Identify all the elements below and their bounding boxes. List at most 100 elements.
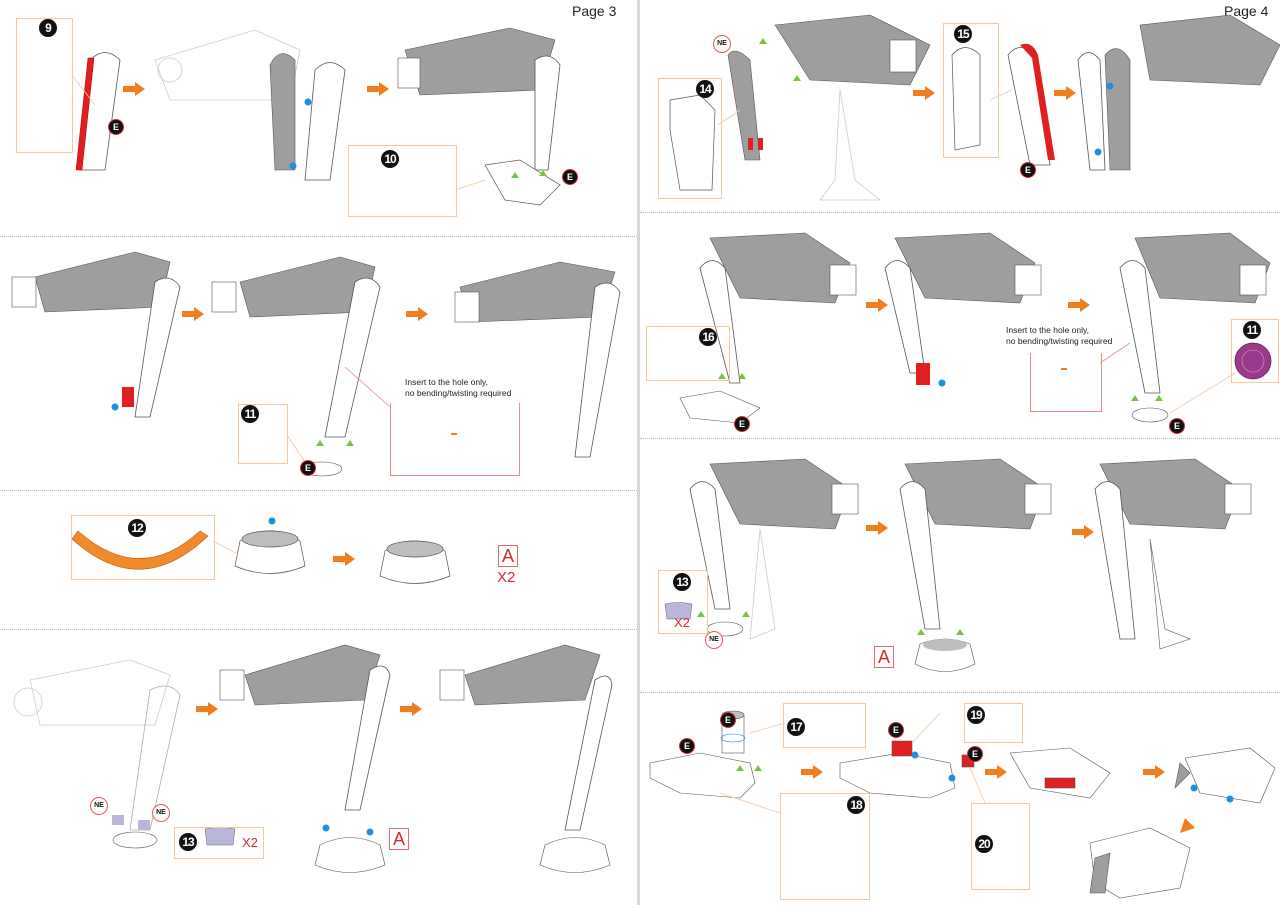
next-arrow-icon [196,702,218,716]
step-number-18: 18 [847,796,865,814]
body-with-leg-2 [211,256,381,477]
next-arrow-icon [333,552,355,566]
panel-step-11: 11 E Insert to the hole only, no bending… [0,237,637,490]
foot-ring-result [379,540,451,584]
e-badge: E [968,747,982,761]
leg-piece-gray [269,53,346,181]
e-badge: E [889,723,903,737]
instruction-note: Insert to the hole only, no bending/twis… [405,377,511,399]
section-separator [640,212,1280,213]
next-arrow-icon [913,86,935,100]
head-assembly-3 [1009,747,1111,799]
body-leg-assembled [1077,14,1280,171]
panel-steps-14-15: NE 14 15 E [640,0,1280,212]
panel-steps-16-11: 16 E Insert to the hole only, no bending… [640,213,1280,438]
faded-leg [819,89,882,201]
step-number-12: 12 [128,519,146,537]
panel-step-12: 12 A X2 [0,491,637,629]
section-separator [0,236,637,237]
ne-badge: NE [152,804,170,822]
small-arrow-icon [1061,368,1067,370]
orange-part-12 [71,530,209,570]
page-label: Page 3 [572,3,617,19]
panel-steps-9-10: 9 E 10 E [0,0,637,236]
purple-part-11 [1234,342,1272,380]
next-arrow-icon [985,765,1007,779]
callout-step-14 [658,78,722,199]
step-number-13: 13 [179,833,197,851]
ne-badge: NE [705,631,723,649]
page-4: Page 4 [640,0,1280,905]
assembly-illustration [13,644,613,873]
next-arrow-icon [1072,525,1094,539]
step-number-16: 16 [699,328,717,346]
next-arrow-icon [866,298,888,312]
body-with-leg-a [219,644,391,873]
flat-head-part [649,752,756,799]
callout-step-13 [658,570,708,634]
note-line-1: Insert to the hole only, [405,377,489,387]
panel-step-13: 13 X2 NE A [640,439,1280,692]
body-with-leg-1 [679,232,857,424]
callout-step-16 [646,326,730,381]
next-arrow-icon [367,82,389,96]
next-arrow-icon [400,702,422,716]
body-with-leg-3 [1094,458,1252,650]
head-assembly-4 [1174,747,1276,804]
step-number-13: 13 [673,573,691,591]
next-arrow-icon [801,765,823,779]
e-badge: E [563,170,577,184]
next-arrow-icon [182,307,204,321]
body [774,14,931,86]
leg-piece-15 [1007,43,1055,166]
section-separator [640,692,1280,693]
step-number-15: 15 [954,25,972,43]
e-badge: E [735,417,749,431]
section-separator [0,629,637,630]
step-number-20: 20 [975,835,993,853]
lavender-part-13 [664,602,693,620]
e-badge: E [301,461,315,475]
next-arrow-icon [1054,86,1076,100]
small-arrow-icon [451,433,457,435]
assembly-illustration [679,232,1272,424]
instruction-note: Insert to the hole only, no bending/twis… [1006,325,1112,347]
note-line-1: Insert to the hole only, [1006,325,1090,335]
note-detail-box [390,403,520,476]
step-number-19: 19 [967,706,985,724]
step-number-9: 9 [39,19,57,37]
page-3: Page 3 [0,0,637,905]
callout-step-9 [16,18,73,153]
body-with-leg-2 [884,232,1042,387]
step-number-14: 14 [696,80,714,98]
head-assembly-2 [839,740,975,799]
head-final [1089,827,1191,899]
callout-step-12 [71,515,215,580]
note-line-2: no bending/twisting required [1006,336,1113,346]
body-with-leg-3 [1119,232,1271,423]
callout-step-18 [780,793,870,900]
note-detail-box [1030,353,1102,412]
e-badge: E [721,713,735,727]
body-with-leg-3 [454,261,621,458]
quantity-x2: X2 [674,615,690,630]
step-number-11: 11 [1243,321,1261,339]
assembly-illustration [669,14,1280,201]
callout-step-10 [348,145,457,217]
quantity-x2: X2 [497,569,516,586]
result-label-a: A [498,545,518,567]
quantity-x2: X2 [242,835,258,850]
e-badge: E [109,120,123,134]
assembly-illustration [71,517,451,584]
green-marker [539,170,547,176]
step-number-11: 11 [241,405,259,423]
next-arrow-icon [866,521,888,535]
e-badge: E [1170,419,1184,433]
e-badge: E [1021,163,1035,177]
section-separator [0,490,637,491]
callout-step-20 [971,803,1030,890]
callout-step-19 [964,703,1023,743]
green-marker [511,172,519,178]
body-with-leg-b [439,644,613,873]
callout-step-17 [783,703,866,748]
